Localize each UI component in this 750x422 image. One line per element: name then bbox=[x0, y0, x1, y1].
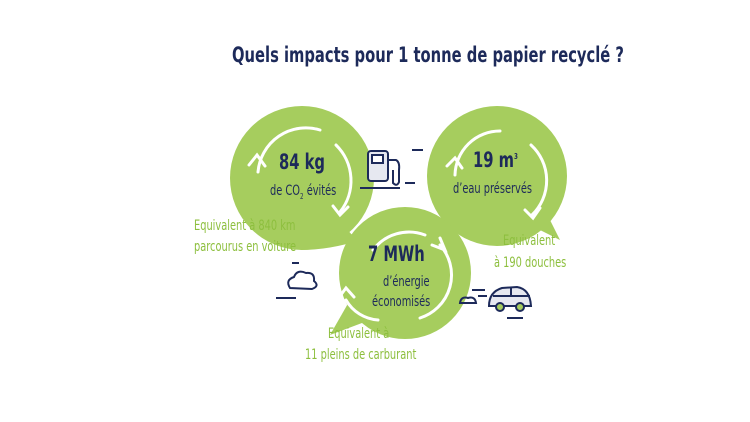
page-title: Quels impacts pour 1 tonne de papier rec… bbox=[232, 43, 624, 67]
water-superscript: 3 bbox=[513, 152, 518, 161]
energy-label-line2: économisés bbox=[372, 294, 431, 310]
co2-label-suffix: évités bbox=[303, 183, 337, 199]
cycle-arrows-icon bbox=[247, 126, 549, 322]
co2-equivalent-line1: Equivalent à 840 km bbox=[194, 218, 296, 234]
water-value-text: 19 m bbox=[473, 148, 514, 172]
co2-equivalent-line2: parcourus en voiture bbox=[194, 239, 297, 255]
fuel-pump-icon bbox=[360, 149, 423, 189]
cloud-icon bbox=[276, 262, 318, 299]
car-icon bbox=[458, 285, 533, 319]
co2-label-text: de CO bbox=[270, 183, 301, 199]
energy-equivalent-line2: 11 pleins de carburant bbox=[305, 347, 417, 363]
water-equivalent-line2: à 190 douches bbox=[494, 255, 567, 271]
energy-label-line1: d’énergie bbox=[383, 274, 430, 290]
bubble-water bbox=[427, 106, 567, 246]
energy-equivalent-line1: Equivalent à bbox=[328, 326, 390, 342]
water-label: d’eau préservés bbox=[453, 181, 533, 197]
energy-value: 7 MWh bbox=[368, 242, 425, 266]
water-equivalent-line1: Equivalent bbox=[503, 233, 556, 249]
co2-label: de CO2 évités bbox=[270, 183, 336, 201]
co2-subscript: 2 bbox=[300, 191, 304, 201]
water-value: 19 m3 bbox=[473, 148, 518, 172]
co2-value: 84 kg bbox=[279, 150, 325, 174]
